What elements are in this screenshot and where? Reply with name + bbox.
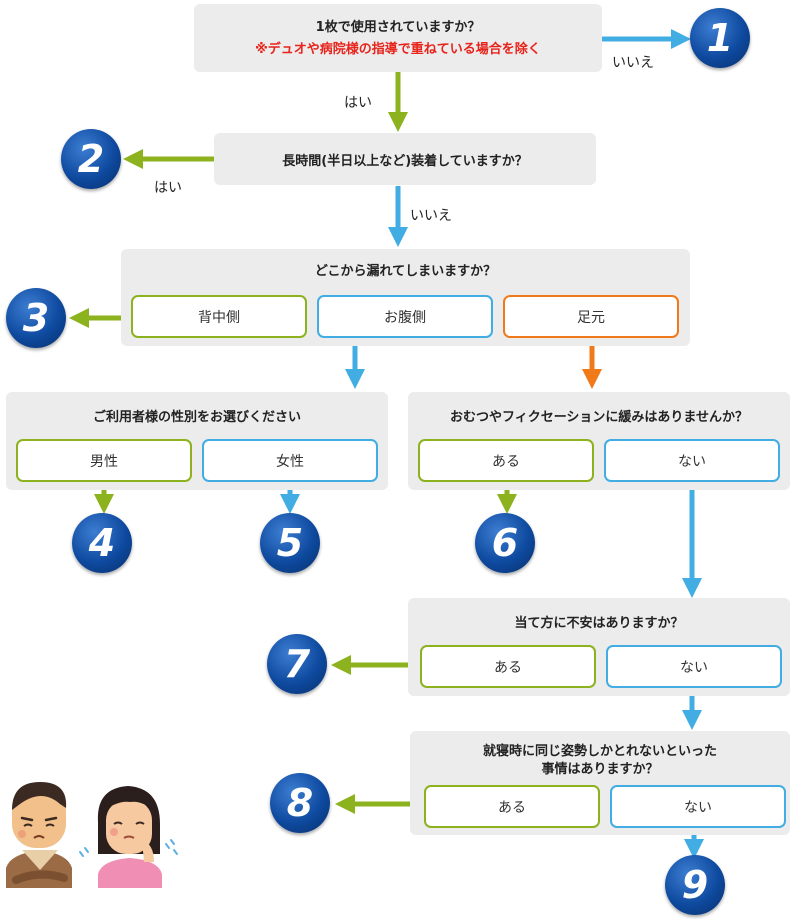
edge-label-q1-no: いいえ xyxy=(612,55,654,71)
outcome-badge-7: 7 xyxy=(267,634,327,694)
option-back[interactable]: 背中側 xyxy=(131,295,307,338)
question-4-box: ご利用者様の性別をお選びください 男性 女性 xyxy=(6,392,388,490)
outcome-badge-8: 8 xyxy=(270,773,330,833)
worried-man-icon xyxy=(6,782,72,888)
edge-label-q1-yes: はい xyxy=(344,95,372,111)
option-female[interactable]: 女性 xyxy=(202,439,378,482)
question-7-box: 就寝時に同じ姿勢しかとれないといった 事情はありますか？ ある ない xyxy=(410,731,790,835)
question-3-box: どこから漏れてしまいますか？ 背中側 お腹側 足元 xyxy=(121,249,690,346)
question-1-box: 1枚で使用されていますか？ ※デュオや病院様の指導で重ねている場合を除く xyxy=(194,4,602,72)
outcome-badge-6: 6 xyxy=(475,513,535,573)
question-5-text: おむつやフィクセーションに緩みはありませんか？ xyxy=(449,410,749,425)
worried-woman-icon xyxy=(97,786,162,888)
outcome-badge-2: 2 xyxy=(61,129,121,189)
edge-label-q2-no: いいえ xyxy=(410,208,452,224)
option-feet[interactable]: 足元 xyxy=(503,295,679,338)
question-6-text: 当て方に不安はありますか？ xyxy=(514,616,684,631)
worried-people-illustration xyxy=(6,782,178,888)
option-q7-yes[interactable]: ある xyxy=(424,785,600,828)
question-5-box: おむつやフィクセーションに緩みはありませんか？ ある ない xyxy=(408,392,790,490)
option-q6-no[interactable]: ない xyxy=(606,645,782,688)
option-q7-no[interactable]: ない xyxy=(610,785,786,828)
option-q6-yes[interactable]: ある xyxy=(420,645,596,688)
option-q5-no[interactable]: ない xyxy=(604,439,780,482)
option-male[interactable]: 男性 xyxy=(16,439,192,482)
edge-label-q2-yes: はい xyxy=(154,180,182,196)
outcome-badge-9: 9 xyxy=(665,855,725,915)
question-3-text: どこから漏れてしまいますか？ xyxy=(314,264,497,279)
option-q5-yes[interactable]: ある xyxy=(418,439,594,482)
question-2-text: 長時間(半日以上など)装着していますか？ xyxy=(282,154,528,169)
option-belly[interactable]: お腹側 xyxy=(317,295,493,338)
outcome-badge-3: 3 xyxy=(6,288,66,348)
question-6-box: 当て方に不安はありますか？ ある ない xyxy=(408,598,790,696)
outcome-badge-4: 4 xyxy=(72,513,132,573)
outcome-badge-5: 5 xyxy=(260,513,320,573)
question-7-text-2: 事情はありますか？ xyxy=(541,762,659,777)
question-7-text-1: 就寝時に同じ姿勢しかとれないといった xyxy=(482,744,717,759)
outcome-badge-1: 1 xyxy=(690,8,750,68)
question-1-text: 1枚で使用されていますか？ xyxy=(315,20,481,35)
question-4-text: ご利用者様の性別をお選びください xyxy=(92,410,301,425)
question-1-note: ※デュオや病院様の指導で重ねている場合を除く xyxy=(255,42,541,57)
question-2-box: 長時間(半日以上など)装着していますか？ xyxy=(214,133,596,185)
